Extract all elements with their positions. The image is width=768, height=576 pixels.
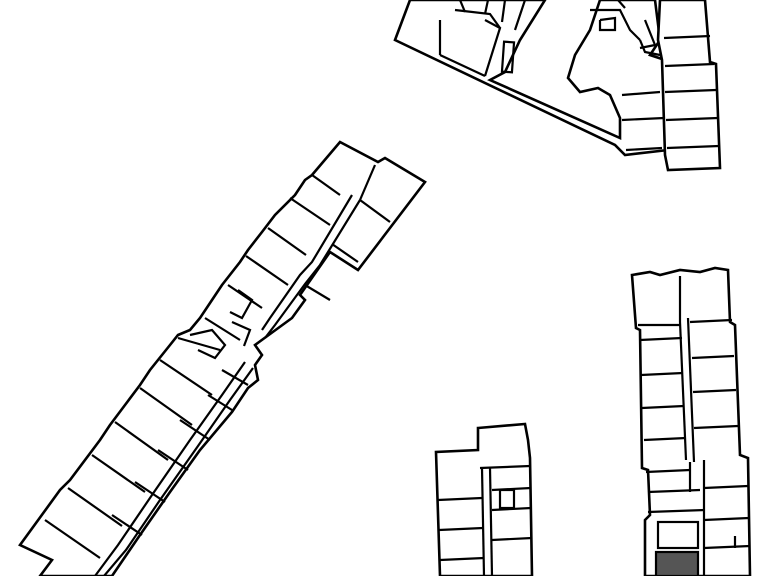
highlighted-room[interactable]: [654, 550, 700, 576]
north-east-tower: [656, 0, 722, 172]
diagonal-outline: [18, 140, 427, 576]
east-block-outline: [630, 266, 752, 576]
building-diagonal-block[interactable]: [18, 140, 427, 576]
north-east-left-wing: [393, 0, 670, 157]
building-north-east-block[interactable]: [393, 0, 722, 172]
building-east-block[interactable]: [630, 266, 752, 576]
building-south-block[interactable]: [434, 422, 534, 576]
south-block-outline: [434, 422, 534, 576]
